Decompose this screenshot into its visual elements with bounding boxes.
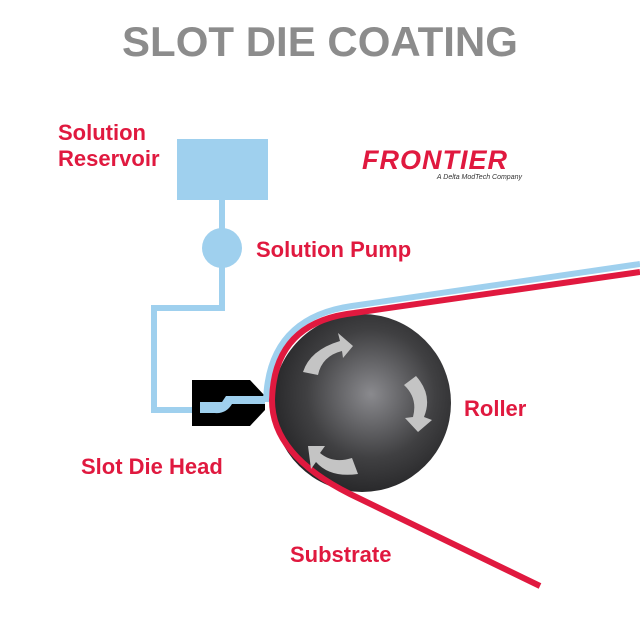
solution-pipe [151,200,225,413]
coating-layer [263,261,640,403]
logo-tagline: A Delta ModTech Company [436,174,522,181]
roller-label: Roller [464,396,527,421]
reservoir-label-line2: Reservoir [58,146,160,171]
pump-label: Solution Pump [256,237,412,262]
rotation-arrow-icon [404,376,432,432]
reservoir-label: Solution Reservoir [58,120,160,172]
rotation-arrow-icon [308,446,358,475]
die-channel [200,396,265,414]
logo-name: FRONTIER [362,145,508,175]
substrate-label: Substrate [290,542,392,567]
die-head-label: Slot Die Head [81,454,223,479]
page-title: SLOT DIE COATING [122,18,518,65]
rotation-arrows [303,333,432,475]
frontier-logo: FRONTIER A Delta ModTech Company [362,146,524,181]
rotation-arrow-icon [303,333,353,375]
substrate [268,269,640,589]
solution-pump [202,228,242,268]
solution-reservoir [177,139,268,200]
reservoir-label-line1: Solution [58,120,146,145]
